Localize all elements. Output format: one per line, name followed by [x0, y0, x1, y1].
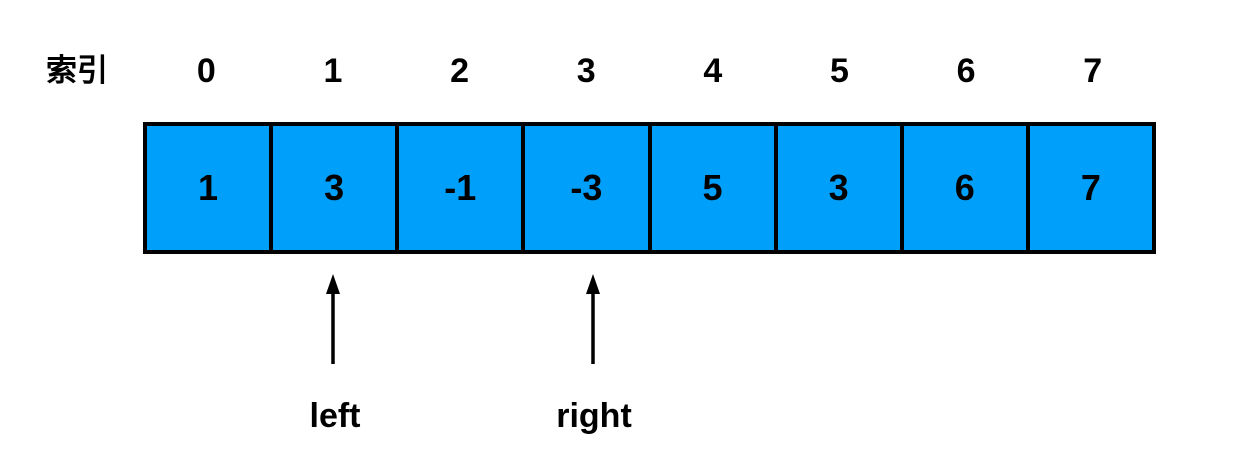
index-number-1: 1 — [323, 52, 343, 90]
index-axis-label: 索引 — [46, 53, 108, 88]
array-row: 1 3 -1 -3 5 3 6 7 — [143, 122, 1156, 254]
index-row: 0 1 2 3 4 5 6 7 — [143, 52, 1156, 90]
array-cell-4: 5 — [651, 126, 778, 250]
index-number-5: 5 — [829, 52, 849, 90]
array-cell-6: 6 — [903, 126, 1030, 250]
index-number-0: 0 — [196, 52, 216, 90]
right-pointer-label: right — [556, 397, 632, 435]
index-number-7: 7 — [1083, 52, 1103, 90]
array-cell-3: -3 — [525, 126, 652, 250]
index-number-3: 3 — [576, 52, 596, 90]
array-cell-1: 3 — [273, 126, 400, 250]
array-cell-7: 7 — [1029, 126, 1152, 250]
array-cell-5: 3 — [777, 126, 904, 250]
index-number-4: 4 — [703, 52, 723, 90]
index-number-2: 2 — [450, 52, 470, 90]
right-pointer-up-arrow-icon — [586, 274, 600, 364]
array-cell-0: 1 — [147, 126, 274, 250]
left-pointer-label: left — [309, 397, 361, 435]
index-number-6: 6 — [956, 52, 976, 90]
left-pointer-up-arrow-icon — [326, 274, 340, 364]
array-cell-2: -1 — [399, 126, 526, 250]
